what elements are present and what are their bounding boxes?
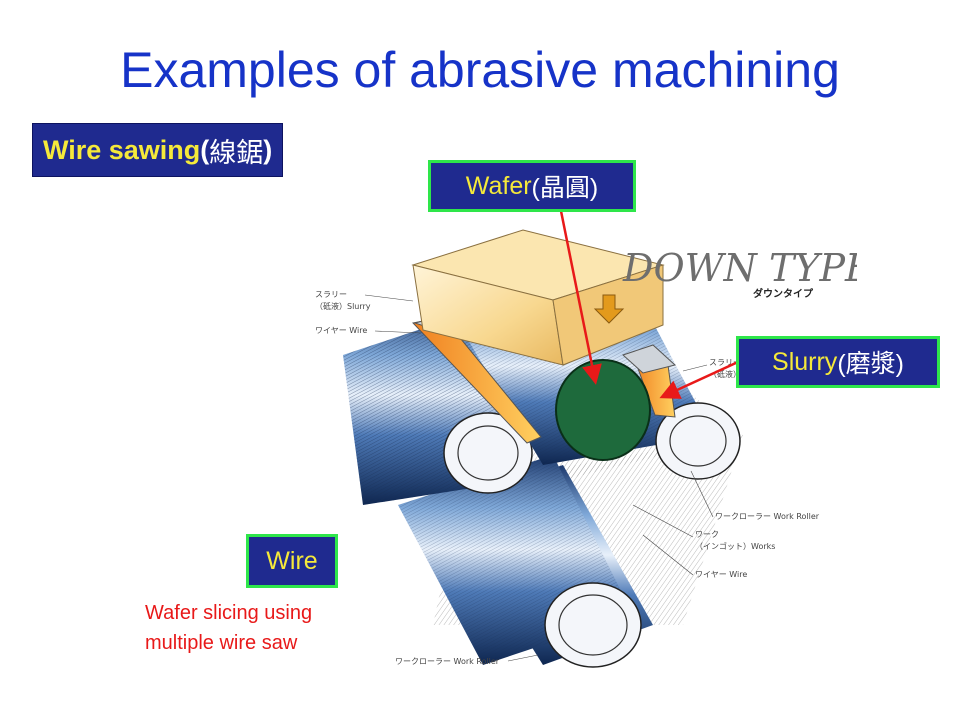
caption-line-1: Wafer slicing using (145, 602, 313, 624)
section-label-open: ( (200, 134, 210, 165)
label-work-roller-bottom: ワークローラー Work Roller (395, 657, 500, 666)
slurry-callout: Slurry (磨漿) (736, 336, 940, 388)
diagram-heading: DOWN TYPE (622, 246, 857, 290)
label-slurry-jp: スラリー (315, 290, 347, 299)
wire-callout: Wire (246, 534, 338, 588)
section-label-en: Wire sawing (43, 134, 201, 165)
slurry-callout-en: Slurry (772, 347, 838, 376)
wafer-callout-zh: (晶圓) (531, 174, 599, 202)
bottom-roller (398, 455, 642, 668)
wafer-callout: Wafer (晶圓) (428, 160, 636, 212)
section-label-zh: 線鋸 (209, 137, 264, 168)
slide-title: Examples of abrasive machining (120, 42, 840, 98)
wire-callout-en: Wire (266, 546, 318, 575)
slurry-callout-zh: (磨漿) (837, 350, 904, 378)
diagram-heading-jp: ダウンタイプ (753, 287, 814, 300)
label-work-roller-right: ワークローラー Work Roller (715, 512, 820, 521)
section-label: Wire sawing ( 線鋸 ) (32, 123, 284, 177)
label-slurry-sub: （砥液）Slurry (315, 301, 371, 311)
wafer-callout-en: Wafer (465, 171, 532, 200)
label-works-sub: （インゴット）Works (695, 541, 775, 551)
caption-line-2: multiple wire saw (145, 632, 298, 654)
caption: Wafer slicing using multiple wire saw (145, 598, 385, 658)
wafer-disk (555, 359, 651, 461)
wire-saw-diagram: DOWN TYPE ダウンタイプ スラリー （砥液）Slurry ワイヤー Wi… (303, 205, 857, 670)
label-works-jp: ワーク (695, 530, 719, 539)
section-label-close: ) (263, 134, 273, 165)
label-wire-right: ワイヤー Wire (695, 570, 747, 579)
label-wire-left: ワイヤー Wire (315, 326, 367, 335)
